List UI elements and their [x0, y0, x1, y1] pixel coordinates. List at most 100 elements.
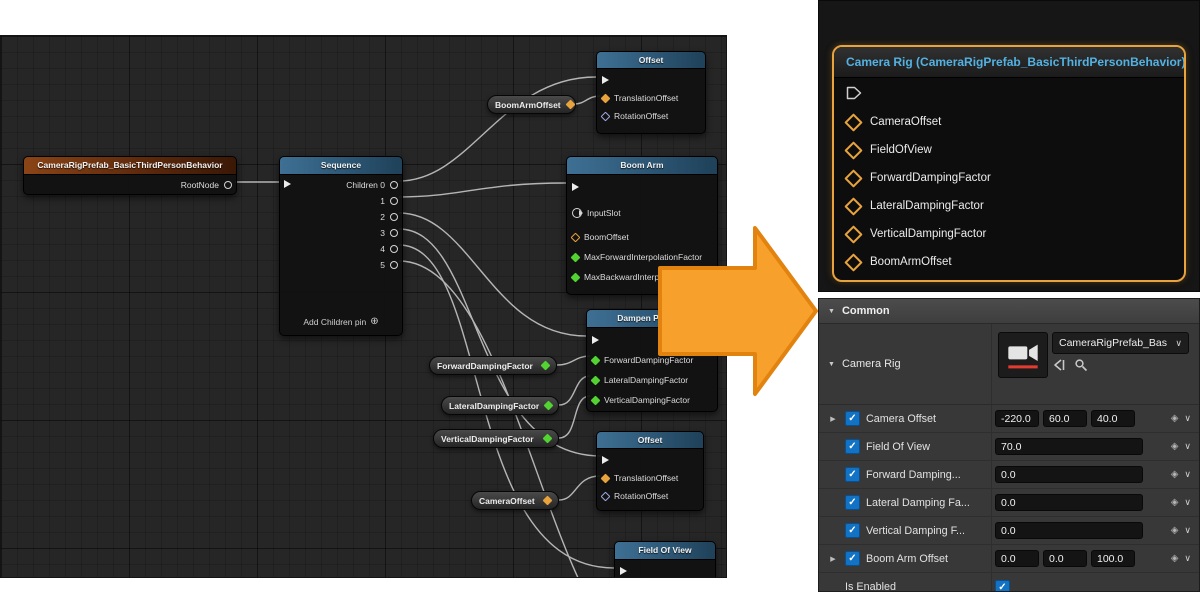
- node-offset-top[interactable]: Offset TranslationOffset RotationOffset: [596, 51, 706, 134]
- pin-label: LateralDampingFactor: [604, 375, 689, 385]
- chevron-down-icon[interactable]: ∨: [1184, 469, 1191, 479]
- node-sequence[interactable]: Sequence Children 0 1 2 3 4 5 Add Childr…: [279, 156, 403, 336]
- node-preview-panel: Camera Rig (CameraRigPrefab_BasicThirdPe…: [818, 0, 1200, 292]
- reset-to-default-icon[interactable]: ◈: [1170, 497, 1179, 508]
- float-pin[interactable]: [590, 395, 601, 405]
- collapse-icon[interactable]: ▼: [828, 360, 835, 368]
- rootnode-output-pin[interactable]: [224, 181, 232, 189]
- camera-rig-asset-thumbnail[interactable]: [998, 332, 1048, 378]
- node-offset-bottom[interactable]: Offset TranslationOffset RotationOffset: [596, 431, 704, 511]
- pin-label: TranslationOffset: [614, 93, 679, 103]
- vector-pin-outline[interactable]: [844, 112, 863, 132]
- getter-boom-arm-offset[interactable]: BoomArmOffset: [487, 95, 576, 114]
- float-pin[interactable]: [570, 252, 581, 262]
- exec-input-pin[interactable]: [602, 456, 609, 464]
- value-field-z[interactable]: 40.0: [1091, 410, 1135, 427]
- float-pin[interactable]: [570, 272, 581, 282]
- pin-label: RotationOffset: [614, 491, 669, 501]
- value-field[interactable]: 0.0: [995, 522, 1143, 539]
- getter-label: ForwardDampingFactor: [437, 360, 533, 371]
- camera-rig-node[interactable]: Camera Rig (CameraRigPrefab_BasicThirdPe…: [832, 45, 1186, 282]
- value-field-x[interactable]: 0.0: [995, 550, 1039, 567]
- node-field-of-view[interactable]: Field Of View: [614, 541, 716, 577]
- exec-input-pin[interactable]: [284, 180, 291, 188]
- child-output-pin[interactable]: [390, 213, 398, 221]
- expander-icon[interactable]: ▶: [830, 555, 836, 563]
- float-pin[interactable]: [590, 375, 601, 385]
- plus-circle-icon: ⊕: [370, 316, 379, 327]
- child-output-pin[interactable]: [390, 197, 398, 205]
- property-checkbox[interactable]: ✓: [845, 439, 860, 454]
- vector-output-pin[interactable]: [542, 495, 553, 506]
- getter-label: LateralDampingFactor: [449, 400, 540, 411]
- float-pin-outline[interactable]: [844, 196, 863, 216]
- reset-to-default-icon[interactable]: ◈: [1170, 469, 1179, 480]
- float-pin-outline[interactable]: [844, 224, 863, 244]
- chevron-down-icon[interactable]: ∨: [1184, 525, 1191, 535]
- value-field[interactable]: 70.0: [995, 438, 1143, 455]
- float-pin[interactable]: [590, 355, 601, 365]
- node-root[interactable]: CameraRigPrefab_BasicThirdPersonBehavior…: [23, 156, 237, 195]
- float-pin-outline[interactable]: [844, 140, 863, 160]
- float-output-pin[interactable]: [542, 433, 553, 444]
- reset-to-default-icon[interactable]: ◈: [1170, 525, 1179, 536]
- getter-camera-offset[interactable]: CameraOffset: [471, 491, 559, 510]
- property-checkbox[interactable]: ✓: [845, 495, 860, 510]
- float-pin-outline[interactable]: [844, 168, 863, 188]
- pin-label: MaxForwardInterpolationFactor: [584, 252, 703, 262]
- getter-lateral-damping[interactable]: LateralDampingFactor: [441, 396, 559, 415]
- child-output-pin[interactable]: [390, 229, 398, 237]
- asset-dropdown[interactable]: CameraRigPrefab_Bas ∨: [1052, 332, 1189, 354]
- value-field-y[interactable]: 60.0: [1043, 410, 1087, 427]
- exec-input-pin-outline[interactable]: [846, 86, 862, 100]
- value-field[interactable]: 0.0: [995, 494, 1143, 511]
- add-children-pin-button[interactable]: Add Children pin ⊕: [280, 316, 402, 327]
- property-checkbox[interactable]: ✓: [845, 411, 860, 426]
- reset-to-default-icon[interactable]: ◈: [1170, 441, 1179, 452]
- vector-pin[interactable]: [570, 232, 581, 242]
- float-output-pin[interactable]: [540, 360, 551, 371]
- value-field-z[interactable]: 100.0: [1091, 550, 1135, 567]
- property-checkbox[interactable]: ✓: [845, 467, 860, 482]
- is-enabled-checkbox[interactable]: ✓: [995, 579, 1010, 592]
- pin-label: ForwardDampingFactor: [604, 355, 694, 365]
- chevron-down-icon[interactable]: ∨: [1184, 441, 1191, 451]
- getter-forward-damping[interactable]: ForwardDampingFactor: [429, 356, 557, 375]
- chevron-down-icon[interactable]: ∨: [1184, 553, 1191, 563]
- camera-rig-node-header: Camera Rig (CameraRigPrefab_BasicThirdPe…: [834, 47, 1184, 78]
- input-slot-pin[interactable]: [572, 208, 583, 218]
- exec-input-pin[interactable]: [602, 76, 609, 84]
- property-checkbox[interactable]: ✓: [845, 551, 860, 566]
- use-selected-asset-icon[interactable]: [1052, 358, 1066, 372]
- section-common[interactable]: ▼ Common: [819, 299, 1199, 324]
- reset-to-default-icon[interactable]: ◈: [1170, 553, 1179, 564]
- rotator-pin[interactable]: [600, 491, 611, 501]
- value-field[interactable]: 0.0: [995, 466, 1143, 483]
- getter-vertical-damping[interactable]: VerticalDampingFactor: [433, 429, 559, 448]
- exec-input-pin[interactable]: [592, 336, 599, 344]
- check-icon: ✓: [848, 441, 857, 452]
- exec-input-pin[interactable]: [620, 567, 627, 575]
- value-field-y[interactable]: 0.0: [1043, 550, 1087, 567]
- chevron-down-icon[interactable]: ∨: [1184, 413, 1191, 423]
- exec-input-pin[interactable]: [572, 183, 579, 191]
- graph-editor-canvas[interactable]: CameraRigPrefab_BasicThirdPersonBehavior…: [0, 35, 727, 578]
- vector-pin[interactable]: [600, 473, 611, 483]
- pin-label: RotationOffset: [614, 111, 669, 121]
- vector-pin-outline[interactable]: [844, 252, 863, 272]
- chevron-down-icon[interactable]: ∨: [1184, 497, 1191, 507]
- child-output-pin[interactable]: [390, 181, 398, 189]
- check-icon: ✓: [998, 581, 1007, 592]
- vector-pin[interactable]: [600, 93, 611, 103]
- expander-icon[interactable]: ▶: [830, 415, 836, 423]
- reset-to-default-icon[interactable]: ◈: [1170, 413, 1179, 424]
- property-checkbox[interactable]: ✓: [845, 523, 860, 538]
- child-output-pin[interactable]: [390, 245, 398, 253]
- browse-to-asset-icon[interactable]: [1074, 358, 1088, 372]
- property-row-field-of-view: ✓ Field Of View 70.0 ◈ ∨: [819, 433, 1199, 461]
- rotator-pin[interactable]: [600, 111, 611, 121]
- value-field-x[interactable]: -220.0: [995, 410, 1039, 427]
- float-output-pin[interactable]: [543, 400, 554, 411]
- child-output-pin[interactable]: [390, 261, 398, 269]
- vector-output-pin[interactable]: [565, 99, 576, 110]
